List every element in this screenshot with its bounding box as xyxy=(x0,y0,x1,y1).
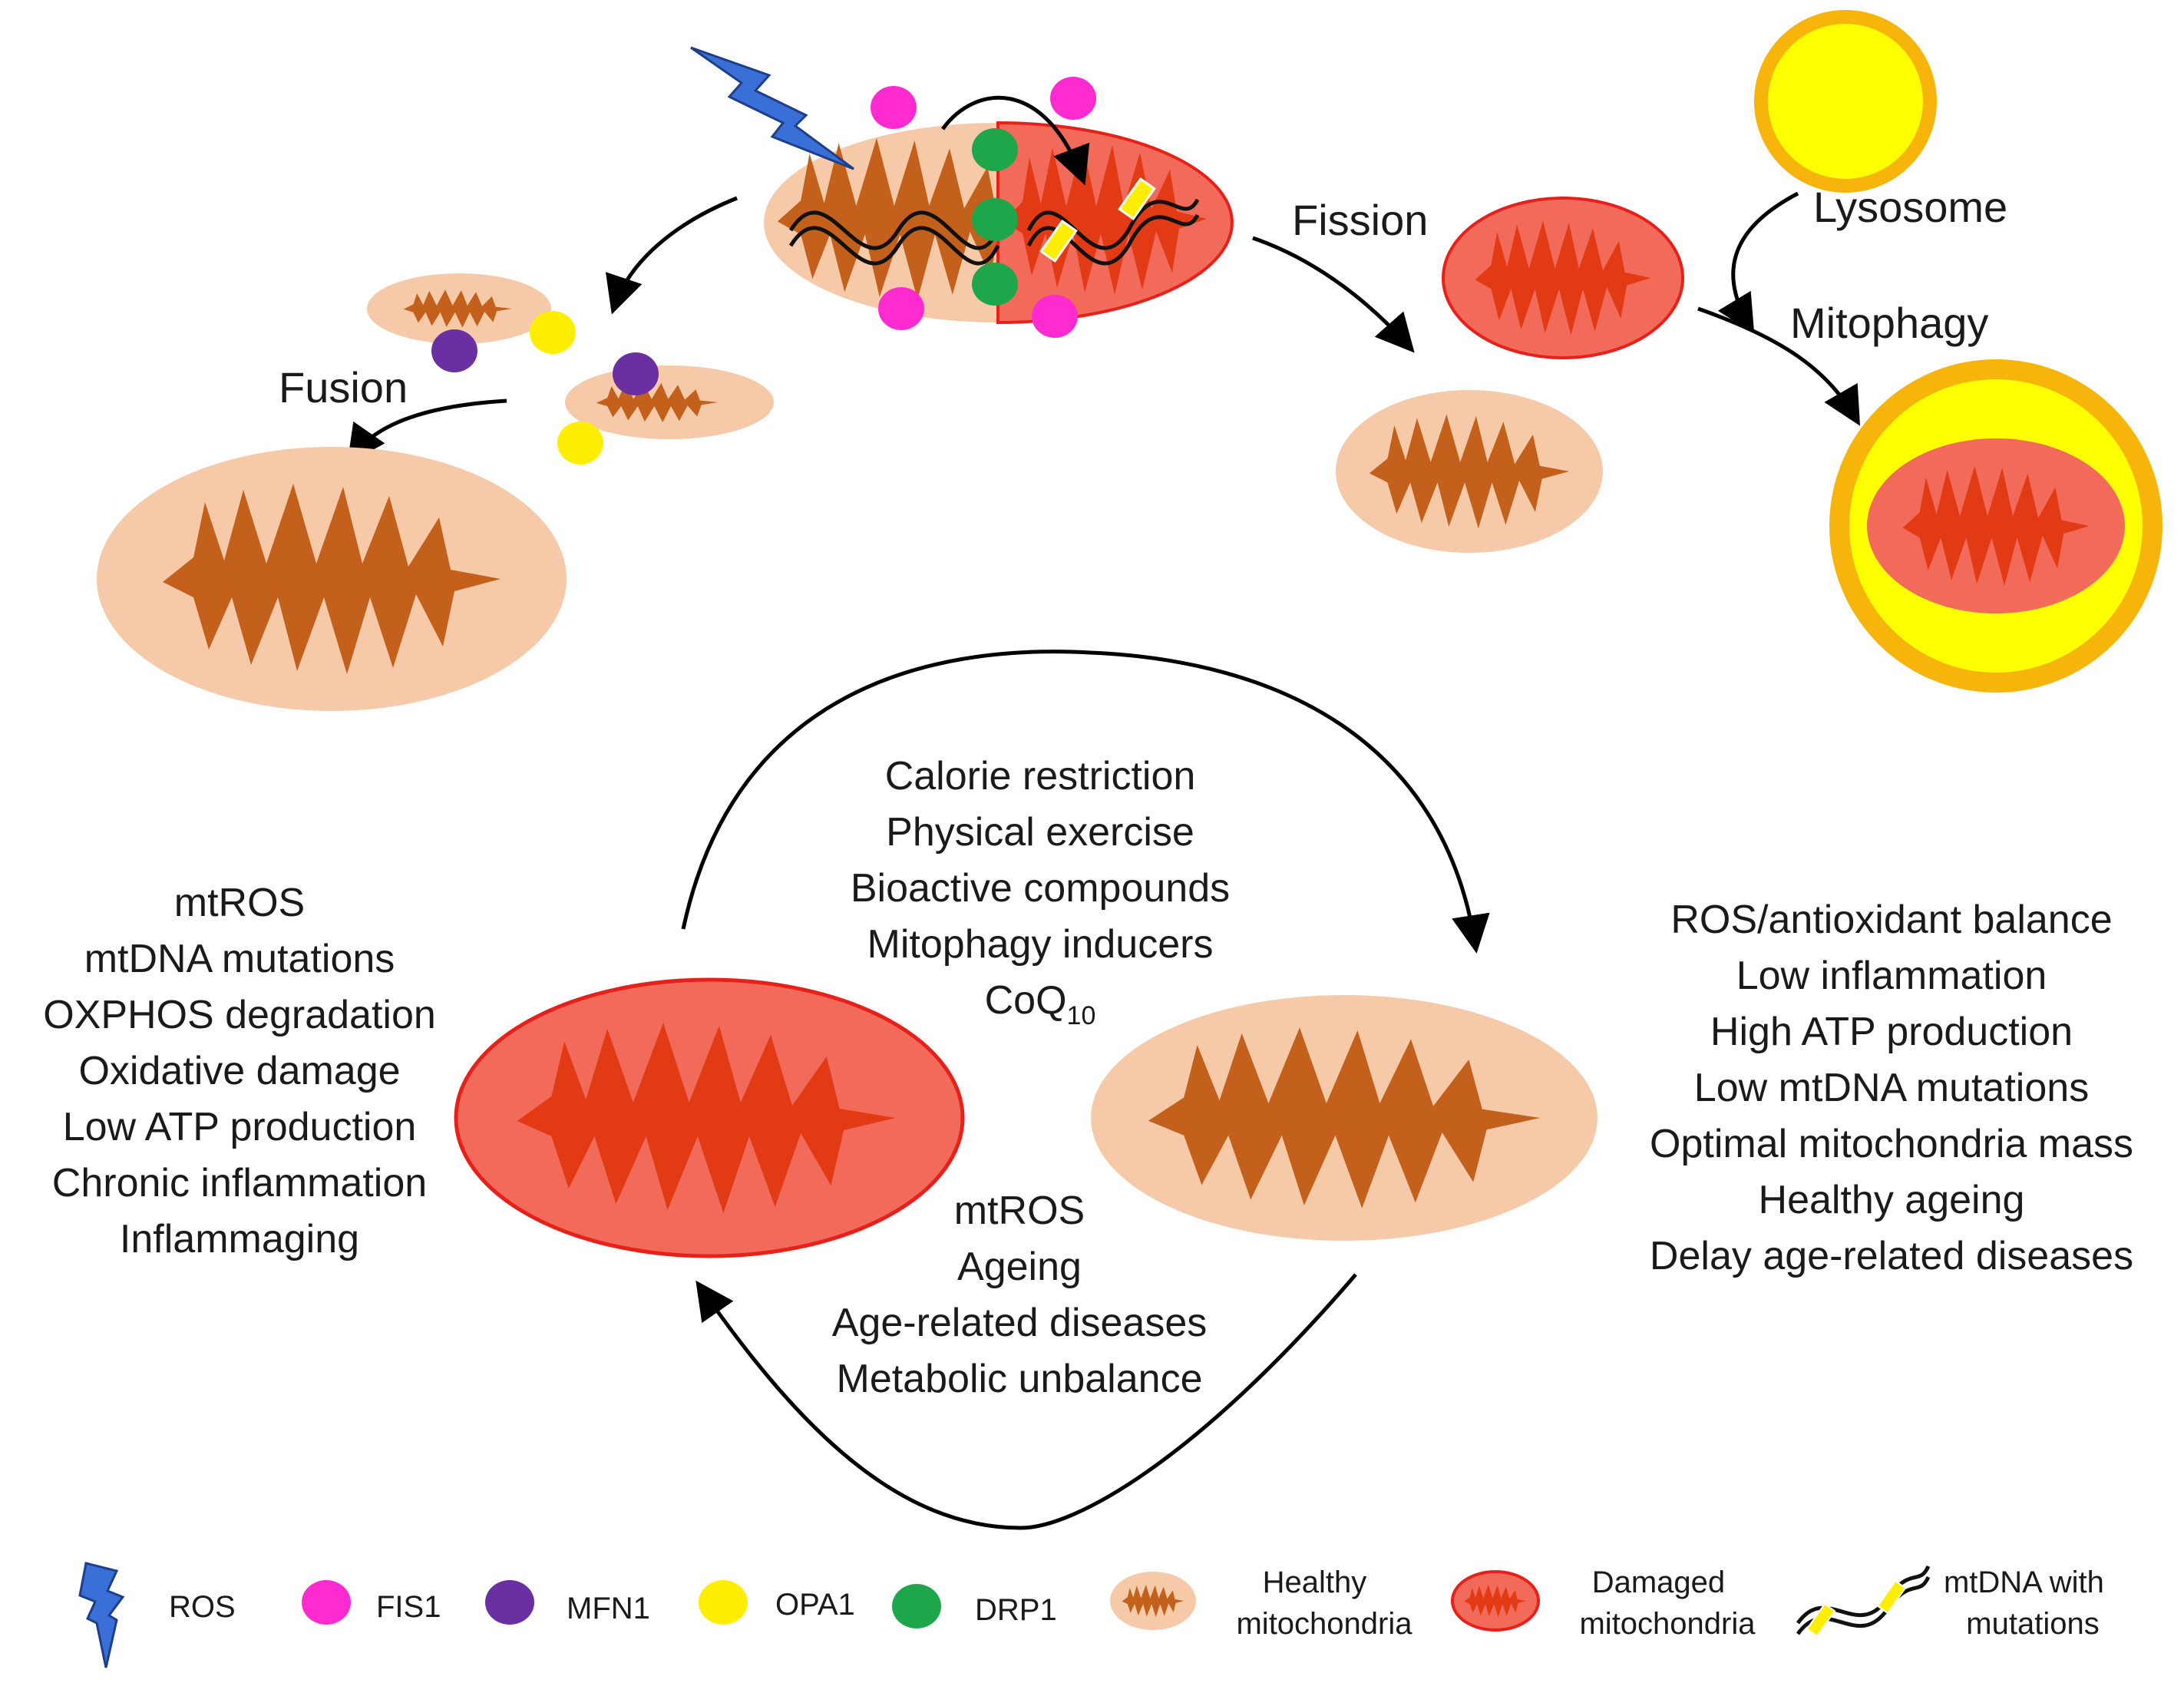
intervention-item: Mitophagy inducers xyxy=(867,922,1214,967)
small-mitochondrion-1 xyxy=(367,273,551,344)
mfn1-protein xyxy=(431,329,477,372)
mitophagy-arrow xyxy=(1697,306,1860,426)
mitophagy-label: Mitophagy xyxy=(1790,299,1988,347)
legend-healthy-label: Healthy mitochondria xyxy=(1236,1566,1412,1641)
fis1-icon xyxy=(302,1580,351,1625)
damaged-mitochondrion-large xyxy=(454,977,965,1258)
autophagolysosome xyxy=(1829,359,2163,693)
fused-mitochondrion xyxy=(97,447,567,711)
mfn1-protein xyxy=(613,352,659,395)
intervention-item: Bioactive compounds xyxy=(851,866,1230,911)
stressor-item: Age-related diseases xyxy=(832,1301,1208,1345)
intervention-item: Physical exercise xyxy=(886,810,1194,855)
healthy-effect-item: Low inflammation xyxy=(1736,954,2047,998)
intervention-item: Calorie restriction xyxy=(885,754,1196,799)
healthy-effects-list: ROS/antioxidant balance Low inflammation… xyxy=(1650,898,2133,1278)
opa1-protein xyxy=(557,422,603,465)
ageing-arrow xyxy=(696,1273,1357,1530)
legend-ros-label: ROS xyxy=(169,1590,236,1624)
arrow-to-fusion-parts xyxy=(605,196,738,315)
healthy-effect-item: Delay age-related diseases xyxy=(1650,1234,2133,1278)
legend-mtdna-label: mtDNA with mutations xyxy=(1944,1566,2113,1641)
legend-drp1-label: DRP1 xyxy=(975,1593,1057,1627)
opa1-icon xyxy=(699,1580,748,1625)
fission-damaged-mitochondrion xyxy=(1442,197,1684,359)
damaged-effect-item: Oxidative damage xyxy=(78,1049,400,1093)
lysosome xyxy=(1754,10,1937,193)
stressors-list: mtROS Ageing Age-related diseases Metabo… xyxy=(832,1189,1208,1401)
fission-transfer-arrow xyxy=(940,95,1090,186)
intervention-coq10: CoQ10 xyxy=(985,978,1096,1030)
healthy-mitochondrion-large xyxy=(1091,995,1598,1241)
legend: ROS FIS1 MFN1 OPA1 DRP1 Healthy mitochon… xyxy=(78,1562,2113,1668)
healthy-effect-item: Healthy ageing xyxy=(1759,1178,2025,1222)
stressor-item: Metabolic unbalance xyxy=(837,1357,1203,1401)
fission-arrow xyxy=(1252,236,1415,353)
fission-healthy-mitochondrion xyxy=(1336,390,1603,553)
lysosome-label: Lysosome xyxy=(1813,183,2007,231)
mtdna-mutations-icon xyxy=(1796,1565,1931,1638)
ros-bolt-icon xyxy=(690,46,854,170)
mtdna-mutation-marks xyxy=(1039,177,1156,263)
lysosome-arrow xyxy=(1717,191,1799,334)
fusion-arrow xyxy=(347,398,507,465)
drp1-icon xyxy=(892,1584,941,1628)
fusion-label: Fusion xyxy=(279,363,408,412)
legend-fis1-label: FIS1 xyxy=(376,1590,441,1624)
healthy-effect-item: ROS/antioxidant balance xyxy=(1670,898,2112,942)
drp1-proteins xyxy=(972,128,1018,306)
mtdna-strands xyxy=(788,198,1200,266)
damaged-effect-item: mtROS xyxy=(174,881,305,925)
stressor-item: Ageing xyxy=(957,1245,1082,1289)
fis1-proteins xyxy=(871,77,1096,338)
healthy-mitochondria-icon xyxy=(1110,1572,1196,1630)
damaged-mitochondria-icon xyxy=(1451,1570,1540,1632)
healthy-effect-item: Low mtDNA mutations xyxy=(1694,1066,2089,1110)
intervention-arrow xyxy=(681,650,1490,954)
interventions-list: Calorie restriction Physical exercise Bi… xyxy=(851,754,1230,1030)
damaged-effect-item: Chronic inflammation xyxy=(52,1161,427,1205)
mfn1-icon xyxy=(485,1580,534,1625)
opa1-protein xyxy=(530,311,576,354)
damaged-effect-item: mtDNA mutations xyxy=(84,937,395,981)
legend-opa1-label: OPA1 xyxy=(775,1588,855,1622)
fission-label: Fission xyxy=(1292,196,1428,244)
damaged-effects-list: mtROS mtDNA mutations OXPHOS degradation… xyxy=(43,881,436,1261)
damaged-effect-item: Low ATP production xyxy=(63,1105,417,1149)
legend-damaged-label: Damaged mitochondria xyxy=(1579,1566,1756,1641)
stressor-item: mtROS xyxy=(954,1189,1085,1233)
damaged-effect-item: Inflammaging xyxy=(120,1217,359,1261)
legend-mfn1-label: MFN1 xyxy=(567,1592,650,1625)
healthy-effect-item: High ATP production xyxy=(1710,1010,2073,1054)
ros-icon xyxy=(78,1562,125,1668)
healthy-effect-item: Optimal mitochondria mass xyxy=(1650,1122,2133,1166)
damaged-effect-item: OXPHOS degradation xyxy=(43,993,436,1037)
